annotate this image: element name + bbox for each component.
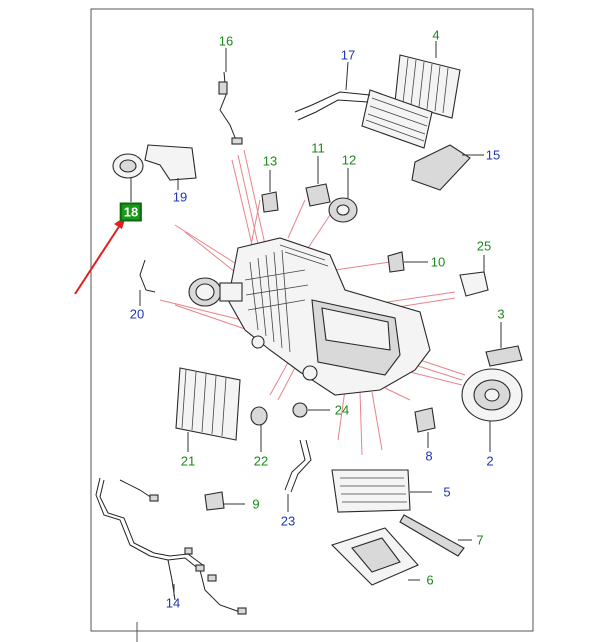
part-label-7[interactable]: 7 [476,532,484,548]
diagram-frame [90,8,534,632]
part-label-24[interactable]: 24 [334,402,350,418]
part-16-drawing [218,71,243,145]
part-label-16[interactable]: 16 [218,33,234,49]
part-label-6[interactable]: 6 [426,572,434,588]
part-19-drawing [144,144,197,190]
part-label-10[interactable]: 10 [430,254,446,270]
part-label-5[interactable]: 5 [443,484,451,500]
part-10-drawing [387,251,428,273]
highlight-arrow [74,216,126,295]
part-8-drawing [414,407,436,448]
part-22-drawing [250,406,268,452]
part-15-drawing [411,144,471,191]
part-label-3[interactable]: 3 [497,306,505,322]
part-20-drawing [139,259,156,306]
part-label-23[interactable]: 23 [280,513,296,529]
part-2-drawing [461,368,523,452]
part-5-drawing [331,469,432,513]
part-14-drawing [95,477,247,615]
part-4-drawing [394,54,461,119]
part-label-25[interactable]: 25 [476,238,492,254]
part-17-drawing [294,89,433,149]
part-label-11[interactable]: 11 [311,140,325,156]
part-label-12[interactable]: 12 [341,152,357,168]
part-label-14[interactable]: 14 [165,595,181,611]
part-25-drawing [459,255,489,297]
part-label-13[interactable]: 13 [262,153,278,169]
part-label-17[interactable]: 17 [340,47,356,63]
part-label-18[interactable]: 18 [119,202,143,222]
part-label-20[interactable]: 20 [129,306,145,322]
part-label-21[interactable]: 21 [180,453,196,469]
callout-lines [225,41,484,156]
part-9-drawing [204,491,245,511]
part-3-drawing [485,322,523,367]
part-13-drawing [261,170,279,213]
part-label-22[interactable]: 22 [253,453,269,469]
part-18-drawing [112,153,144,202]
part-21-drawing [175,367,241,452]
part-6-drawing [330,527,420,586]
part-12-drawing [328,168,358,223]
part-label-8[interactable]: 8 [425,448,433,464]
part-label-9[interactable]: 9 [252,496,260,512]
part-label-15[interactable]: 15 [485,147,501,163]
part-7-drawing [399,514,472,557]
hvac-housing-drawing [188,237,431,396]
part-label-19[interactable]: 19 [172,189,188,205]
part-11-drawing [305,156,331,207]
part-24-drawing [292,402,330,418]
part-label-2[interactable]: 2 [486,453,494,469]
part-label-4[interactable]: 4 [432,27,440,43]
part-23-drawing [284,439,312,512]
